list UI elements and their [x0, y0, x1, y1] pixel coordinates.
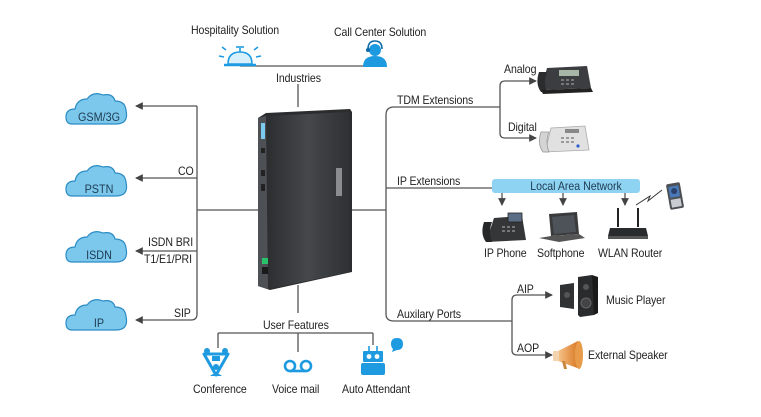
- cloud-isdn: [65, 231, 128, 263]
- conference-icon: [202, 348, 230, 377]
- connector-lines: [135, 65, 629, 359]
- cloud-label-isdn: ISDN: [86, 248, 112, 262]
- softphone-label: Softphone: [537, 246, 585, 260]
- robot-icon: [361, 338, 403, 375]
- ip-extensions-label: IP Extensions: [397, 174, 461, 188]
- ip-phone-icon: [482, 212, 526, 242]
- service-bell-icon: [218, 46, 262, 67]
- headset-agent-icon: [363, 40, 387, 67]
- aip-label: AIP: [517, 282, 534, 296]
- cloud-label-ip: IP: [93, 316, 105, 330]
- t1-e1-pri-label: T1/E1/PRI: [144, 252, 192, 266]
- auto-attendant-label: Auto Attendant: [342, 382, 411, 396]
- cloud-label-gsm: GSM/3G: [77, 110, 121, 124]
- sip-label: SIP: [174, 306, 191, 320]
- cloud-gsm: [65, 93, 128, 125]
- aop-label: AOP: [517, 341, 540, 355]
- conference-label: Conference: [193, 382, 247, 396]
- megaphone-icon: [553, 341, 583, 369]
- voice-mail-label: Voice mail: [272, 382, 320, 396]
- external-speaker-label: External Speaker: [588, 348, 668, 362]
- cloud-ip: [65, 299, 128, 331]
- user-features-label: User Features: [263, 318, 329, 332]
- cloud-pstn: [65, 165, 128, 197]
- cloud-label-pstn: PSTN: [84, 182, 114, 196]
- smartphone-icon: [666, 182, 684, 210]
- pbx-device: [258, 109, 352, 290]
- digital-phone-icon: [539, 125, 590, 153]
- call-center-solution-label: Call Center Solution: [334, 25, 427, 39]
- ip-phone-label: IP Phone: [484, 246, 527, 260]
- auxilary-ports-label: Auxilary Ports: [397, 307, 461, 321]
- music-player-label: Music Player: [606, 293, 666, 307]
- lan-label: Local Area Network: [530, 179, 622, 193]
- digital-label: Digital: [508, 120, 537, 134]
- extension-bus: [385, 106, 500, 116]
- tdm-extensions-label: TDM Extensions: [397, 93, 474, 107]
- router-icon: [608, 208, 648, 239]
- speaker-icon: [560, 275, 598, 317]
- analog-phone-icon: [537, 66, 593, 94]
- co-label: CO: [178, 164, 194, 178]
- analog-label: Analog: [504, 62, 537, 76]
- wireless-signal: [635, 189, 663, 206]
- wlan-router-label: WLAN Router: [598, 246, 663, 260]
- lan-bar: [492, 179, 640, 193]
- voicemail-icon: [283, 359, 313, 373]
- laptop-icon: [539, 212, 585, 242]
- isdn-bri-label: ISDN BRI: [148, 235, 194, 249]
- hospitality-solution-label: Hospitality Solution: [191, 23, 280, 37]
- industries-label: Industries: [276, 71, 321, 85]
